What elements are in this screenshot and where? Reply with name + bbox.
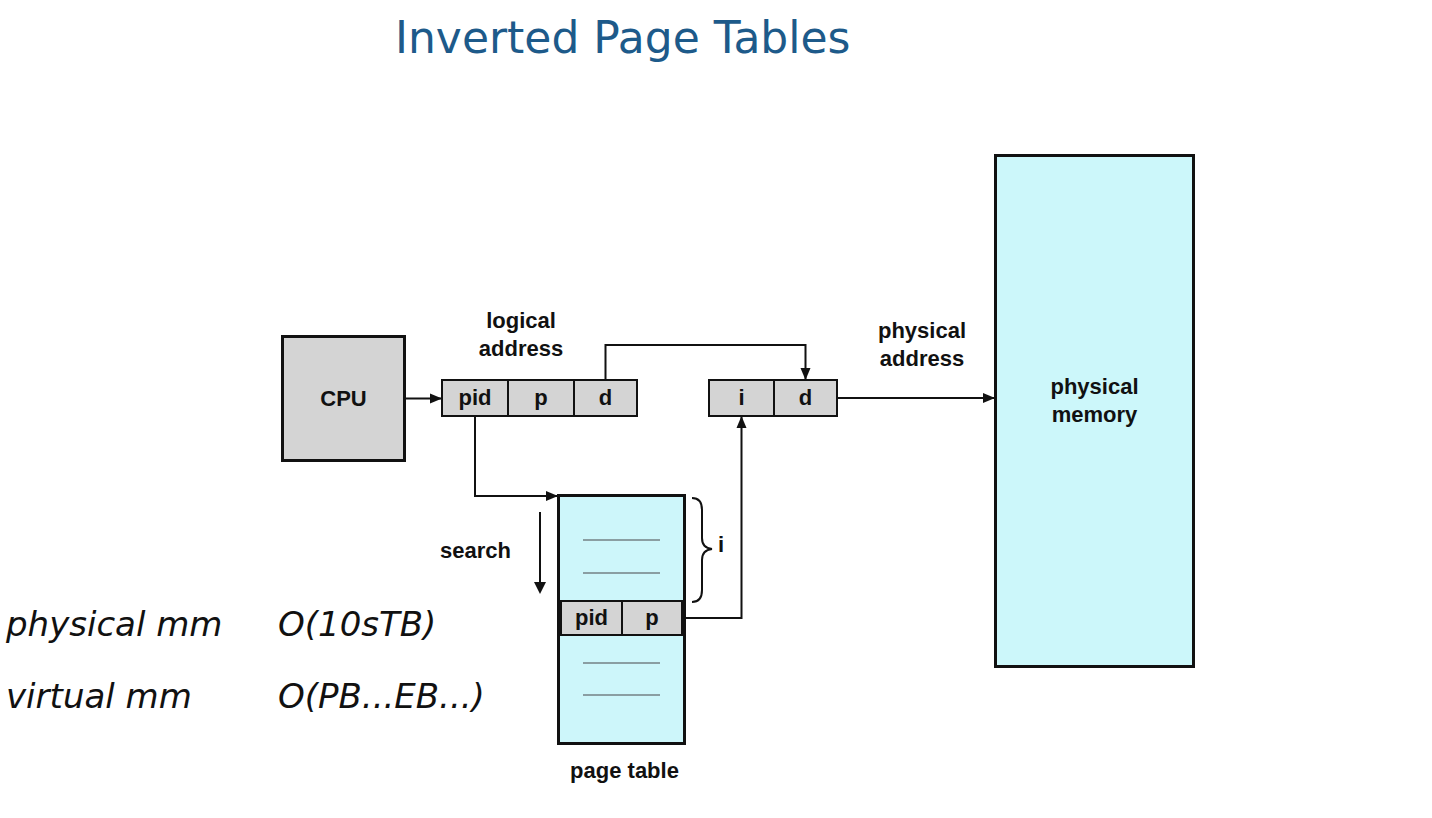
search-arrow [539, 512, 541, 592]
address-field: i [708, 379, 775, 417]
address-register: logical addresspidpd [441, 379, 638, 417]
box-label: d [799, 384, 812, 412]
page-table: page tablepidp [557, 494, 686, 745]
table-entry-field: pid [560, 600, 623, 636]
connector-arrow [838, 397, 994, 399]
box-label: CPU [320, 385, 366, 413]
connector-arrow [606, 345, 806, 379]
table-entry-line [583, 539, 660, 541]
search-label: search [440, 538, 511, 564]
connector-arrow [475, 417, 557, 496]
box-label: pid [575, 604, 608, 632]
brace-label: i [718, 532, 724, 558]
handwritten-note: physical mm [6, 604, 222, 644]
address-field: pid [441, 379, 509, 417]
address-field: d [773, 379, 838, 417]
title: Inverted Page Tables [395, 12, 851, 63]
box-label: i [738, 384, 744, 412]
address-register: physical addressid [708, 379, 838, 417]
box-heading: physical address [862, 317, 982, 372]
page-table-fill [558, 495, 685, 744]
address-field: p [507, 379, 575, 417]
box-label: d [599, 384, 612, 412]
address-field: d [573, 379, 638, 417]
table-entry-line [583, 662, 660, 664]
memory-box: physical memory [994, 154, 1195, 668]
box-label: p [534, 384, 547, 412]
connector-arrow [683, 417, 742, 618]
table-entry-line [583, 694, 660, 696]
handwritten-note: O(10sTB) [278, 604, 436, 644]
table-entry-line [583, 572, 660, 574]
box-label: p [645, 604, 658, 632]
box-label: physical memory [997, 373, 1192, 428]
table-entry-field: p [621, 600, 683, 636]
box-heading: logical address [461, 307, 581, 362]
connector-arrow [406, 398, 441, 400]
cpu-box: CPU [281, 335, 406, 462]
handwritten-note: O(PB...EB...) [278, 676, 485, 716]
handwritten-note: virtual mm [6, 676, 192, 716]
box-label: pid [459, 384, 492, 412]
brace [692, 498, 712, 602]
box-heading: page table [540, 757, 709, 785]
